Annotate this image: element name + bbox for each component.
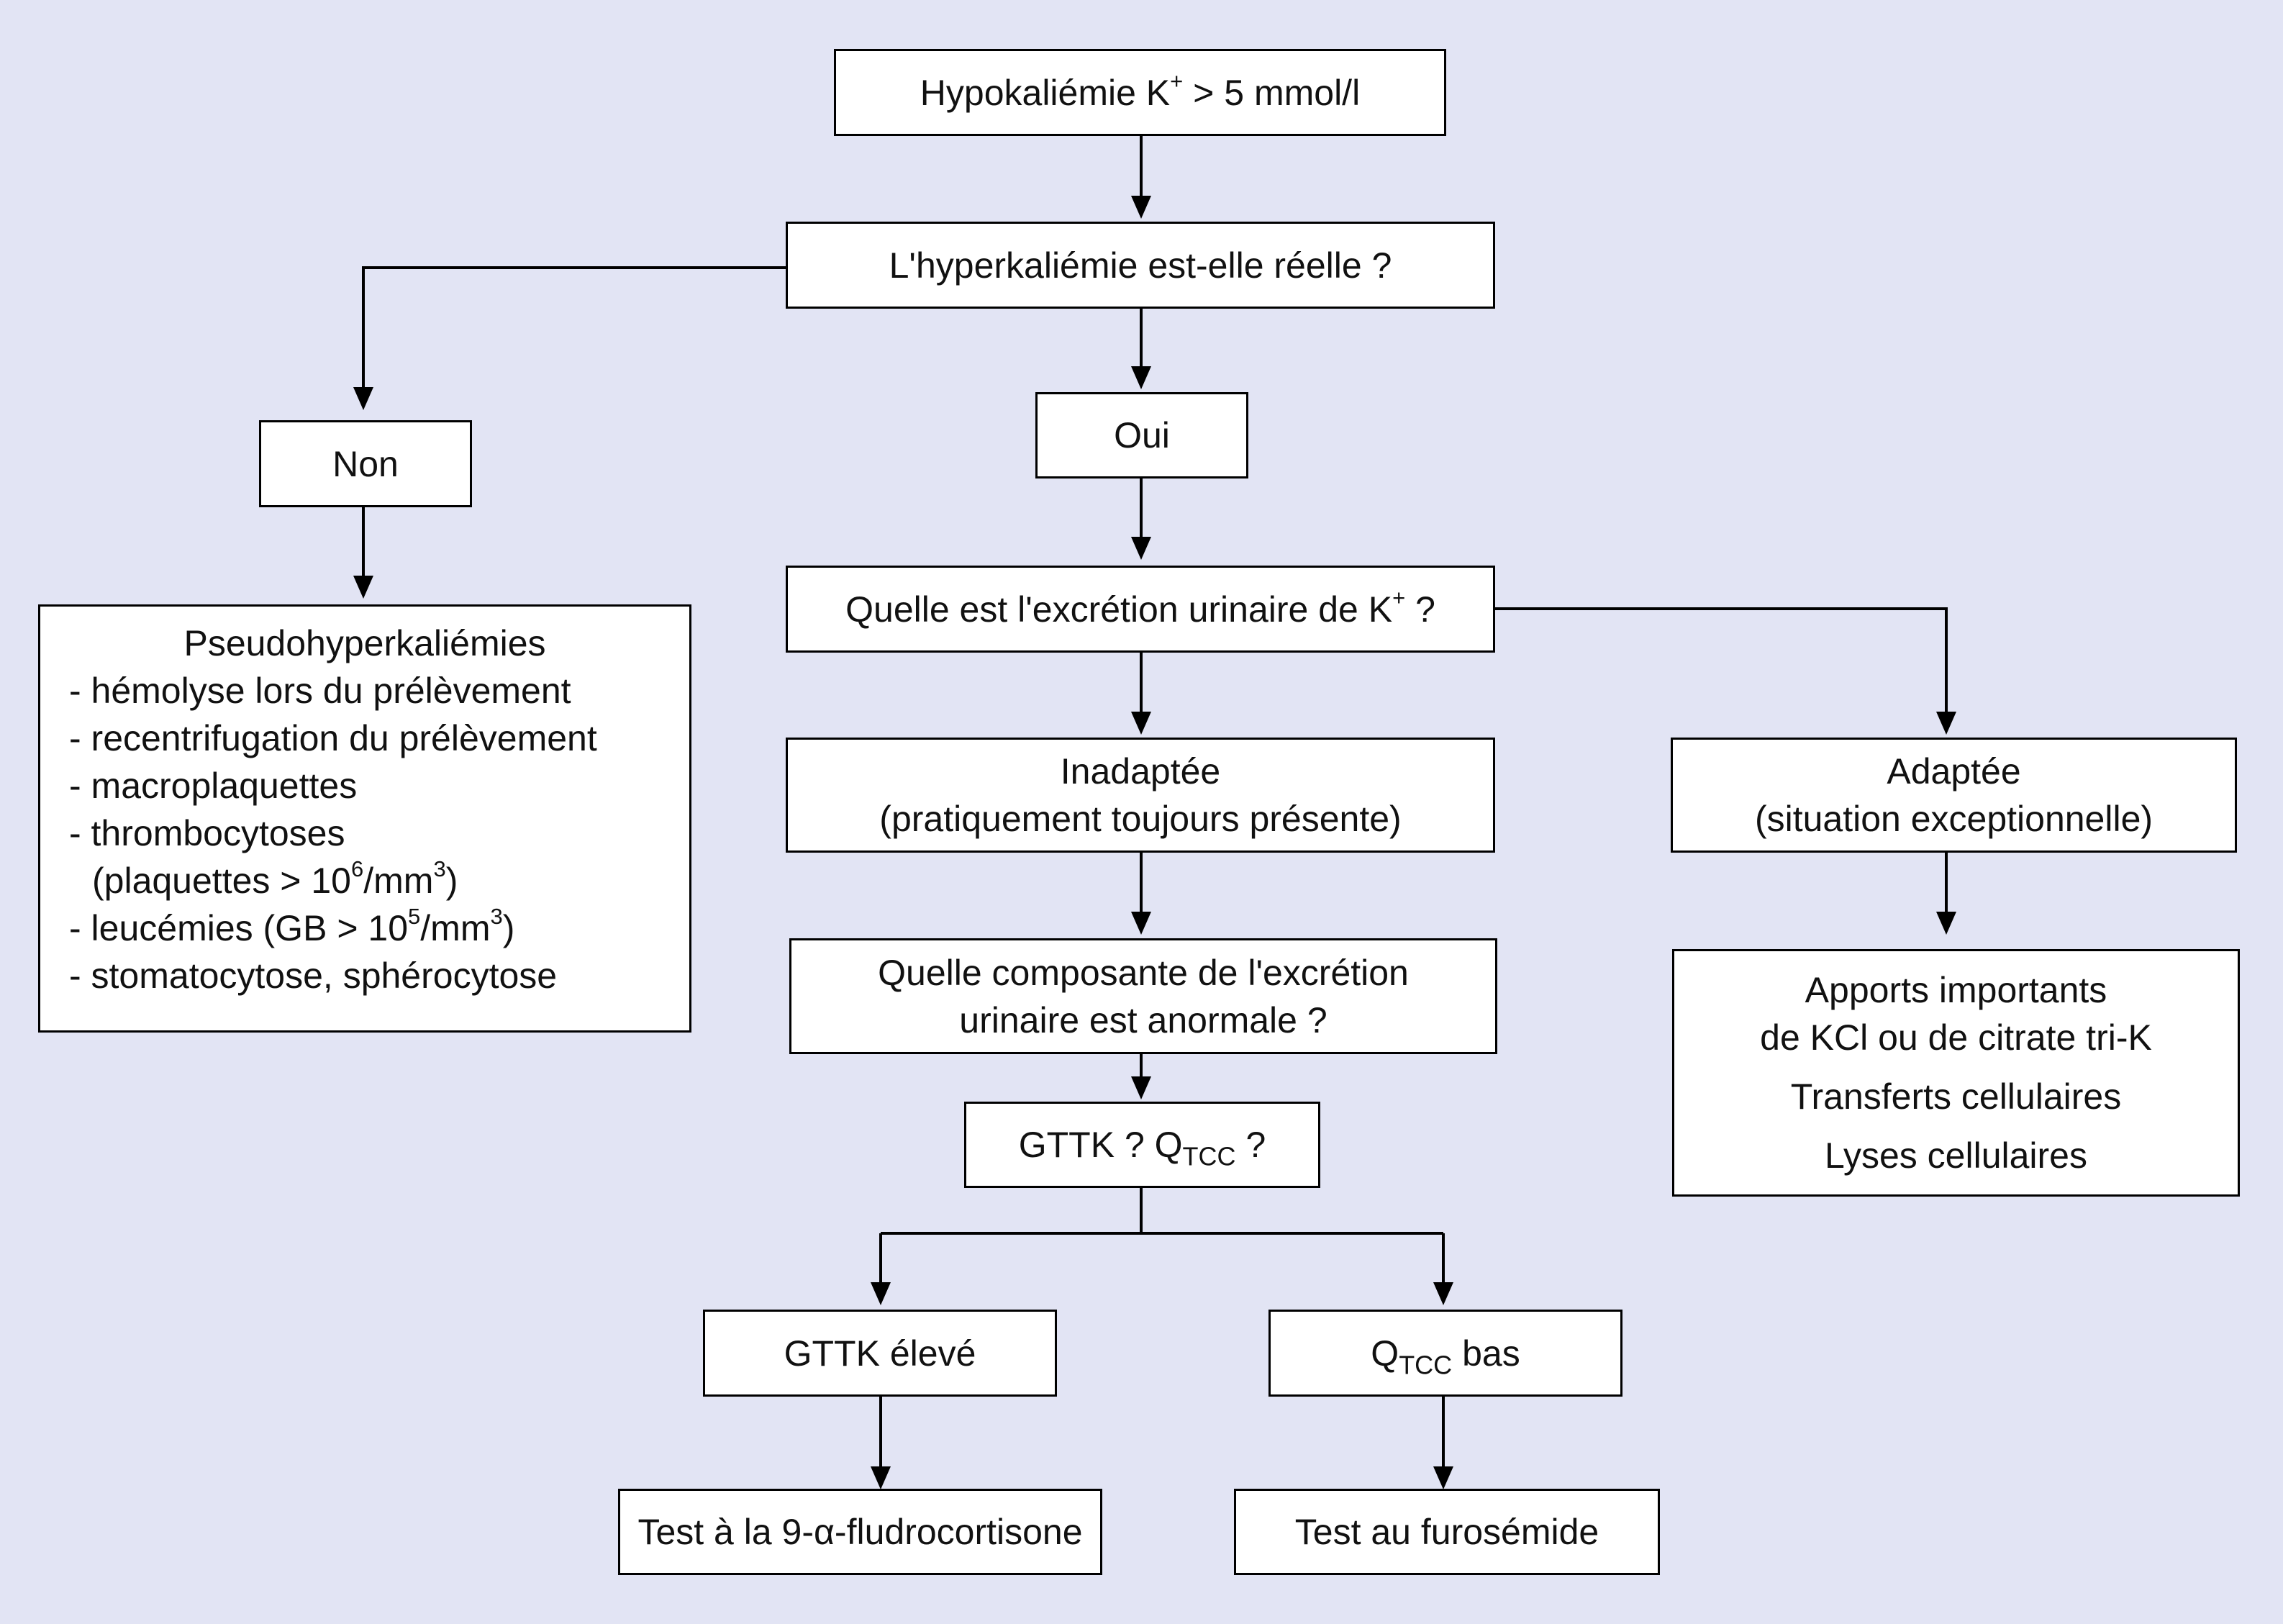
node-component-question-line2: urinaire est anormale ? bbox=[959, 999, 1327, 1040]
node-qtcc-low: QTCC bas bbox=[1268, 1310, 1622, 1397]
node-yes: Oui bbox=[1035, 392, 1248, 478]
node-causes-line4: Lyses cellulaires bbox=[1825, 1135, 2087, 1176]
arrowhead-pseudo bbox=[353, 576, 373, 599]
node-qtcc-low-text: Q bbox=[1371, 1333, 1399, 1374]
node-hypokaliemia-text: Hypokaliémie K bbox=[920, 72, 1171, 113]
node-fludro-text: Test à la 9- bbox=[637, 1512, 814, 1552]
node-inadapted-title: Inadaptée bbox=[1060, 751, 1221, 791]
node-causes-line1: Apports importants bbox=[1805, 970, 2107, 1010]
tcc-subscript: TCC bbox=[1182, 1141, 1236, 1171]
node-inadapted-note: (pratiquement toujours présente) bbox=[879, 799, 1402, 839]
line-gttk-split bbox=[881, 1187, 1443, 1235]
node-no: Non bbox=[259, 420, 472, 507]
node-adapted: Adaptée (situation exceptionnelle) bbox=[1671, 738, 2237, 853]
potassium-superscript: + bbox=[1170, 68, 1184, 94]
node-furosemide-text: Test au furosémide bbox=[1294, 1512, 1599, 1552]
potassium-superscript: + bbox=[1392, 584, 1406, 610]
arrowhead-furo bbox=[1433, 1466, 1453, 1489]
pseudo-item: - thrombocytoses bbox=[69, 813, 345, 853]
node-gttk-qtcc: GTTK ? QTCC ? bbox=[964, 1102, 1320, 1188]
arrowhead-start-question bbox=[1131, 196, 1151, 219]
node-excretion-question-text: Quelle est l'excrétion urinaire de K bbox=[845, 589, 1393, 630]
node-real-question-text: L'hyperkaliémie est-elle réelle ? bbox=[889, 245, 1392, 286]
pseudo-item: - macroplaquettes bbox=[69, 766, 358, 806]
arrowhead-yes bbox=[1131, 366, 1151, 389]
node-component-question-line1: Quelle composante de l'excrétion bbox=[878, 952, 1409, 993]
node-adapted-note: (situation exceptionnelle) bbox=[1754, 799, 2153, 839]
node-causes-line2: de KCl ou de citrate tri-K bbox=[1760, 1017, 2152, 1058]
node-hypokaliemia: Hypokaliémie K+ > 5 mmol/l bbox=[834, 49, 1446, 136]
arrow-question-to-no bbox=[362, 266, 786, 396]
node-no-text: Non bbox=[332, 443, 399, 484]
arrowhead-fludro bbox=[871, 1466, 891, 1489]
pseudo-title: Pseudohyperkaliémies bbox=[183, 623, 546, 663]
node-gttk-qtcc-text: GTTK ? Q bbox=[1018, 1125, 1183, 1165]
node-yes-text: Oui bbox=[1114, 415, 1170, 455]
arrowhead-no bbox=[353, 387, 373, 410]
node-real-question: L'hyperkaliémie est-elle réelle ? bbox=[786, 222, 1495, 309]
node-causes: Apports importants de KCl ou de citrate … bbox=[1672, 949, 2240, 1197]
node-gttk-high-text: GTTK élevé bbox=[784, 1333, 976, 1374]
pseudo-item: - stomatocytose, sphérocytose bbox=[69, 956, 558, 996]
pseudo-item: - recentrifugation du prélèvement bbox=[69, 718, 597, 758]
arrow-excretion-to-adapted bbox=[1494, 607, 1948, 723]
arrowhead-gttk-high bbox=[871, 1282, 891, 1305]
node-component-question: Quelle composante de l'excrétion urinair… bbox=[789, 938, 1497, 1054]
pseudo-item: - leucémies (GB > 105/mm3) bbox=[69, 903, 515, 948]
arrowhead-component bbox=[1131, 912, 1151, 935]
node-gttk-high: GTTK élevé bbox=[703, 1310, 1057, 1397]
pseudo-item: - hémolyse lors du prélèvement bbox=[69, 671, 571, 711]
arrowhead-qtcc-low bbox=[1433, 1282, 1453, 1305]
node-inadapted: Inadaptée (pratiquement toujours présent… bbox=[786, 738, 1495, 853]
arrowhead-excretion bbox=[1131, 537, 1151, 560]
node-fludrocortisone-test: Test à la 9-α-fludrocortisone bbox=[618, 1489, 1102, 1575]
node-hypokaliemia-threshold: > 5 mmol/l bbox=[1183, 72, 1361, 113]
arrowhead-inadapted bbox=[1131, 712, 1151, 735]
alpha-symbol: α bbox=[814, 1512, 835, 1552]
arrowhead-adapted bbox=[1936, 712, 1956, 735]
node-excretion-question: Quelle est l'excrétion urinaire de K+ ? bbox=[786, 566, 1495, 653]
node-pseudohyperkaliemia: Pseudohyperkaliémies - hémolyse lors du … bbox=[38, 604, 691, 1033]
node-adapted-title: Adaptée bbox=[1887, 751, 2021, 791]
node-furosemide-test: Test au furosémide bbox=[1234, 1489, 1660, 1575]
arrowhead-gttk bbox=[1131, 1076, 1151, 1099]
tcc-subscript: TCC bbox=[1399, 1350, 1453, 1380]
node-causes-line3: Transferts cellulaires bbox=[1790, 1076, 2122, 1117]
arrowhead-causes bbox=[1936, 912, 1956, 935]
pseudo-item: (plaquettes > 106/mm3) bbox=[92, 856, 458, 901]
